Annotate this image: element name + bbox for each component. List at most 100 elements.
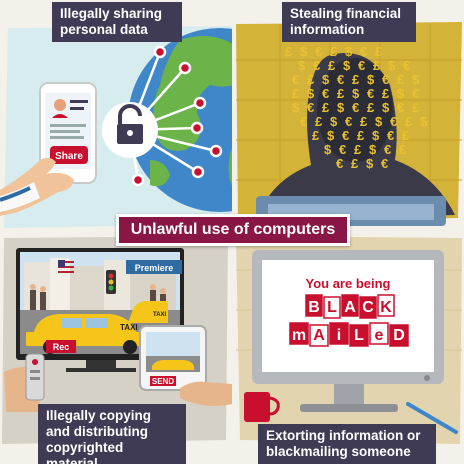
coffee-mug-icon [244, 392, 280, 422]
rec-label: Rec [53, 342, 70, 352]
currency-symbol: £ [375, 44, 383, 59]
currency-symbol: $ [337, 100, 345, 115]
currency-symbol: £ [397, 72, 405, 87]
premiere-badge [126, 260, 182, 274]
currency-symbol: £ [322, 100, 330, 115]
ransom-letter-tile [289, 322, 309, 345]
currency-symbol: $ [382, 100, 390, 115]
ransom-letter: K [380, 299, 392, 316]
ransom-letter-tile [323, 296, 341, 319]
currency-symbol: $ [366, 156, 374, 171]
currency-symbol: € [403, 58, 410, 73]
currency-symbol: € [397, 100, 404, 115]
share-button[interactable]: Share [55, 151, 83, 162]
currency-symbol: $ [330, 114, 338, 129]
currency-symbol: £ [373, 58, 381, 73]
currency-symbol: £ [285, 44, 293, 59]
ransom-letter-tile [389, 324, 409, 347]
currency-symbol: € [352, 100, 359, 115]
smartphone-icon [39, 82, 97, 184]
currency-symbol: $ [300, 44, 308, 59]
monitor-icon [252, 250, 444, 412]
remote-control-icon [4, 353, 45, 412]
ransom-letter-tile [377, 294, 395, 317]
currency-symbol: £ [351, 156, 359, 171]
network-node-icons [131, 45, 223, 187]
ransom-letter: e [375, 327, 384, 344]
currency-symbol: € [315, 44, 322, 59]
currency-symbol: € [345, 114, 352, 129]
currency-symbol: £ [399, 142, 407, 157]
currency-symbol: $ [292, 100, 300, 115]
currency-symbol: € [387, 128, 394, 143]
ransom-letter: D [393, 327, 405, 344]
currency-symbol: £ [382, 86, 390, 101]
currency-symbol: £ [402, 128, 410, 143]
currency-symbol: € [292, 72, 299, 87]
premiere-label: Premiere [135, 263, 174, 273]
ransom-letter-tile [341, 294, 359, 317]
currency-symbol: € [300, 114, 307, 129]
label-blackmail: Extorting information or blackmailing so… [258, 424, 436, 464]
currency-symbol: £ [315, 114, 323, 129]
currency-symbol: $ [322, 72, 330, 87]
taxi-car-2: TAXI [128, 301, 168, 323]
currency-symbol: € [381, 156, 388, 171]
label-personal-data: Illegally sharing personal data [52, 2, 182, 42]
currency-symbol: $ [327, 128, 335, 143]
currency-symbol: $ [298, 58, 306, 73]
ransom-letter: A [344, 299, 356, 316]
pen-icon [406, 402, 458, 434]
currency-symbol: £ [312, 128, 320, 143]
ransom-letter: C [362, 299, 374, 316]
currency-symbol: € [322, 86, 329, 101]
hand-icon [0, 157, 74, 216]
currency-symbol: $ [343, 58, 351, 73]
blackmail-message-line: You are being [306, 276, 391, 291]
currency-symbol: $ [375, 114, 383, 129]
currency-symbol: € [390, 114, 397, 129]
taxi-sign-2: TAXI [153, 312, 167, 318]
ransom-letter: i [337, 327, 341, 344]
currency-symbol: $ [324, 142, 332, 157]
currency-symbol: £ [405, 114, 413, 129]
currency-symbol: £ [307, 72, 315, 87]
ransom-letter-tile [305, 294, 323, 317]
currency-symbol: $ [369, 142, 377, 157]
currency-symbol: £ [352, 72, 360, 87]
currency-symbol: $ [412, 72, 420, 87]
label-financial: Stealing financial information [282, 2, 416, 42]
currency-symbol: $ [352, 86, 360, 101]
tablet-icon [139, 325, 232, 406]
currency-symbol: € [360, 44, 367, 59]
label-copyright: Illegally copying and distributing copyr… [38, 404, 186, 464]
currency-symbol: £ [328, 58, 336, 73]
send-button[interactable]: SEND [152, 377, 174, 386]
padlock-icon [102, 102, 158, 158]
currency-symbol: £ [412, 100, 420, 115]
banner-title: Unlawful use of computers [116, 214, 350, 246]
currency-symbol: $ [367, 72, 375, 87]
currency-symbol: € [342, 128, 349, 143]
currency-symbol: € [339, 142, 346, 157]
currency-symbol: € [412, 86, 419, 101]
ransom-letter: L [327, 299, 337, 316]
currency-symbol: € [337, 72, 344, 87]
taxi-sign: TAXI [120, 323, 138, 332]
ransom-letter-tile [359, 296, 377, 319]
currency-symbol: $ [345, 44, 353, 59]
currency-symbol: $ [307, 86, 315, 101]
ransom-letter: m [292, 327, 306, 344]
currency-symbol: £ [354, 142, 362, 157]
currency-symbol: £ [330, 44, 338, 59]
currency-symbol: € [358, 58, 365, 73]
currency-symbol: $ [372, 128, 380, 143]
currency-symbol: £ [292, 86, 300, 101]
currency-symbol: € [313, 58, 320, 73]
ransom-letter-tile [309, 324, 329, 347]
currency-symbol: € [384, 142, 391, 157]
currency-symbol: $ [397, 86, 405, 101]
ransom-letter-tile [349, 324, 369, 347]
